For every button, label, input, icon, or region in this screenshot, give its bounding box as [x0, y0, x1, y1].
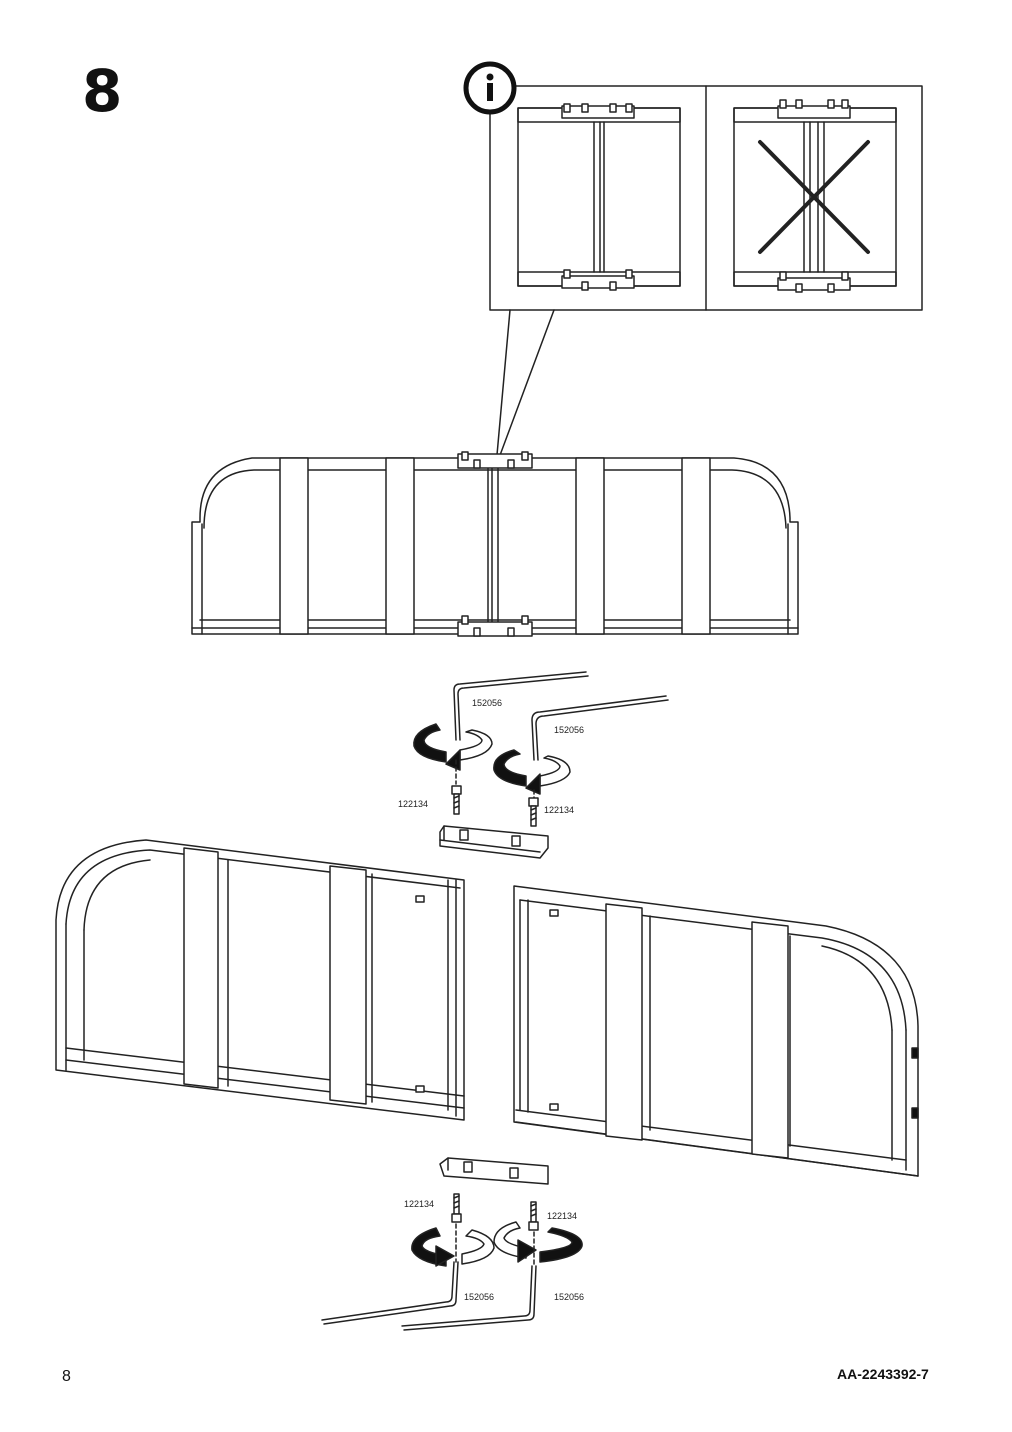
rotation-arrow-bottom-left-icon: [411, 1227, 495, 1267]
rotation-arrow-top-left-icon: [413, 723, 493, 771]
bolt-label: 122134: [547, 1211, 577, 1221]
rotation-arrow-bottom-right-icon: [493, 1221, 583, 1263]
allen-key-label: 152056: [472, 698, 502, 708]
connector-bracket-bottom: [439, 1157, 549, 1185]
document-code: AA-2243392-7: [837, 1366, 929, 1382]
info-callout: [489, 85, 923, 467]
bolt-bottom-left-icon: [451, 1193, 462, 1223]
step-number: 8: [82, 57, 123, 125]
page-number: 8: [62, 1368, 71, 1385]
bolt-bottom-right-icon: [528, 1201, 539, 1231]
allen-key-top-left: [453, 671, 589, 741]
correct-orientation-panel: [517, 103, 681, 291]
allen-key-bottom-right: [401, 1265, 537, 1331]
bolt-label: 122134: [404, 1199, 434, 1209]
left-frame-half: [55, 839, 465, 1121]
cross-mark-icon: [758, 140, 870, 254]
bolt-label: 122134: [398, 799, 428, 809]
bolt-label: 122134: [544, 805, 574, 815]
allen-key-label: 152056: [464, 1292, 494, 1302]
allen-key-bottom-left: [321, 1261, 459, 1325]
allen-key-label: 152056: [554, 1292, 584, 1302]
incorrect-orientation-panel: [733, 99, 897, 293]
info-circle-icon: [463, 61, 517, 115]
allen-key-top-right: [531, 695, 669, 761]
bolt-top-right-icon: [528, 797, 539, 827]
bolt-top-left-icon: [451, 785, 462, 815]
right-frame-half: [513, 885, 919, 1177]
assembled-frame: [191, 451, 799, 637]
connector-bracket-top: [439, 825, 549, 859]
rotation-arrow-top-right-icon: [493, 749, 571, 795]
allen-key-label: 152056: [554, 725, 584, 735]
